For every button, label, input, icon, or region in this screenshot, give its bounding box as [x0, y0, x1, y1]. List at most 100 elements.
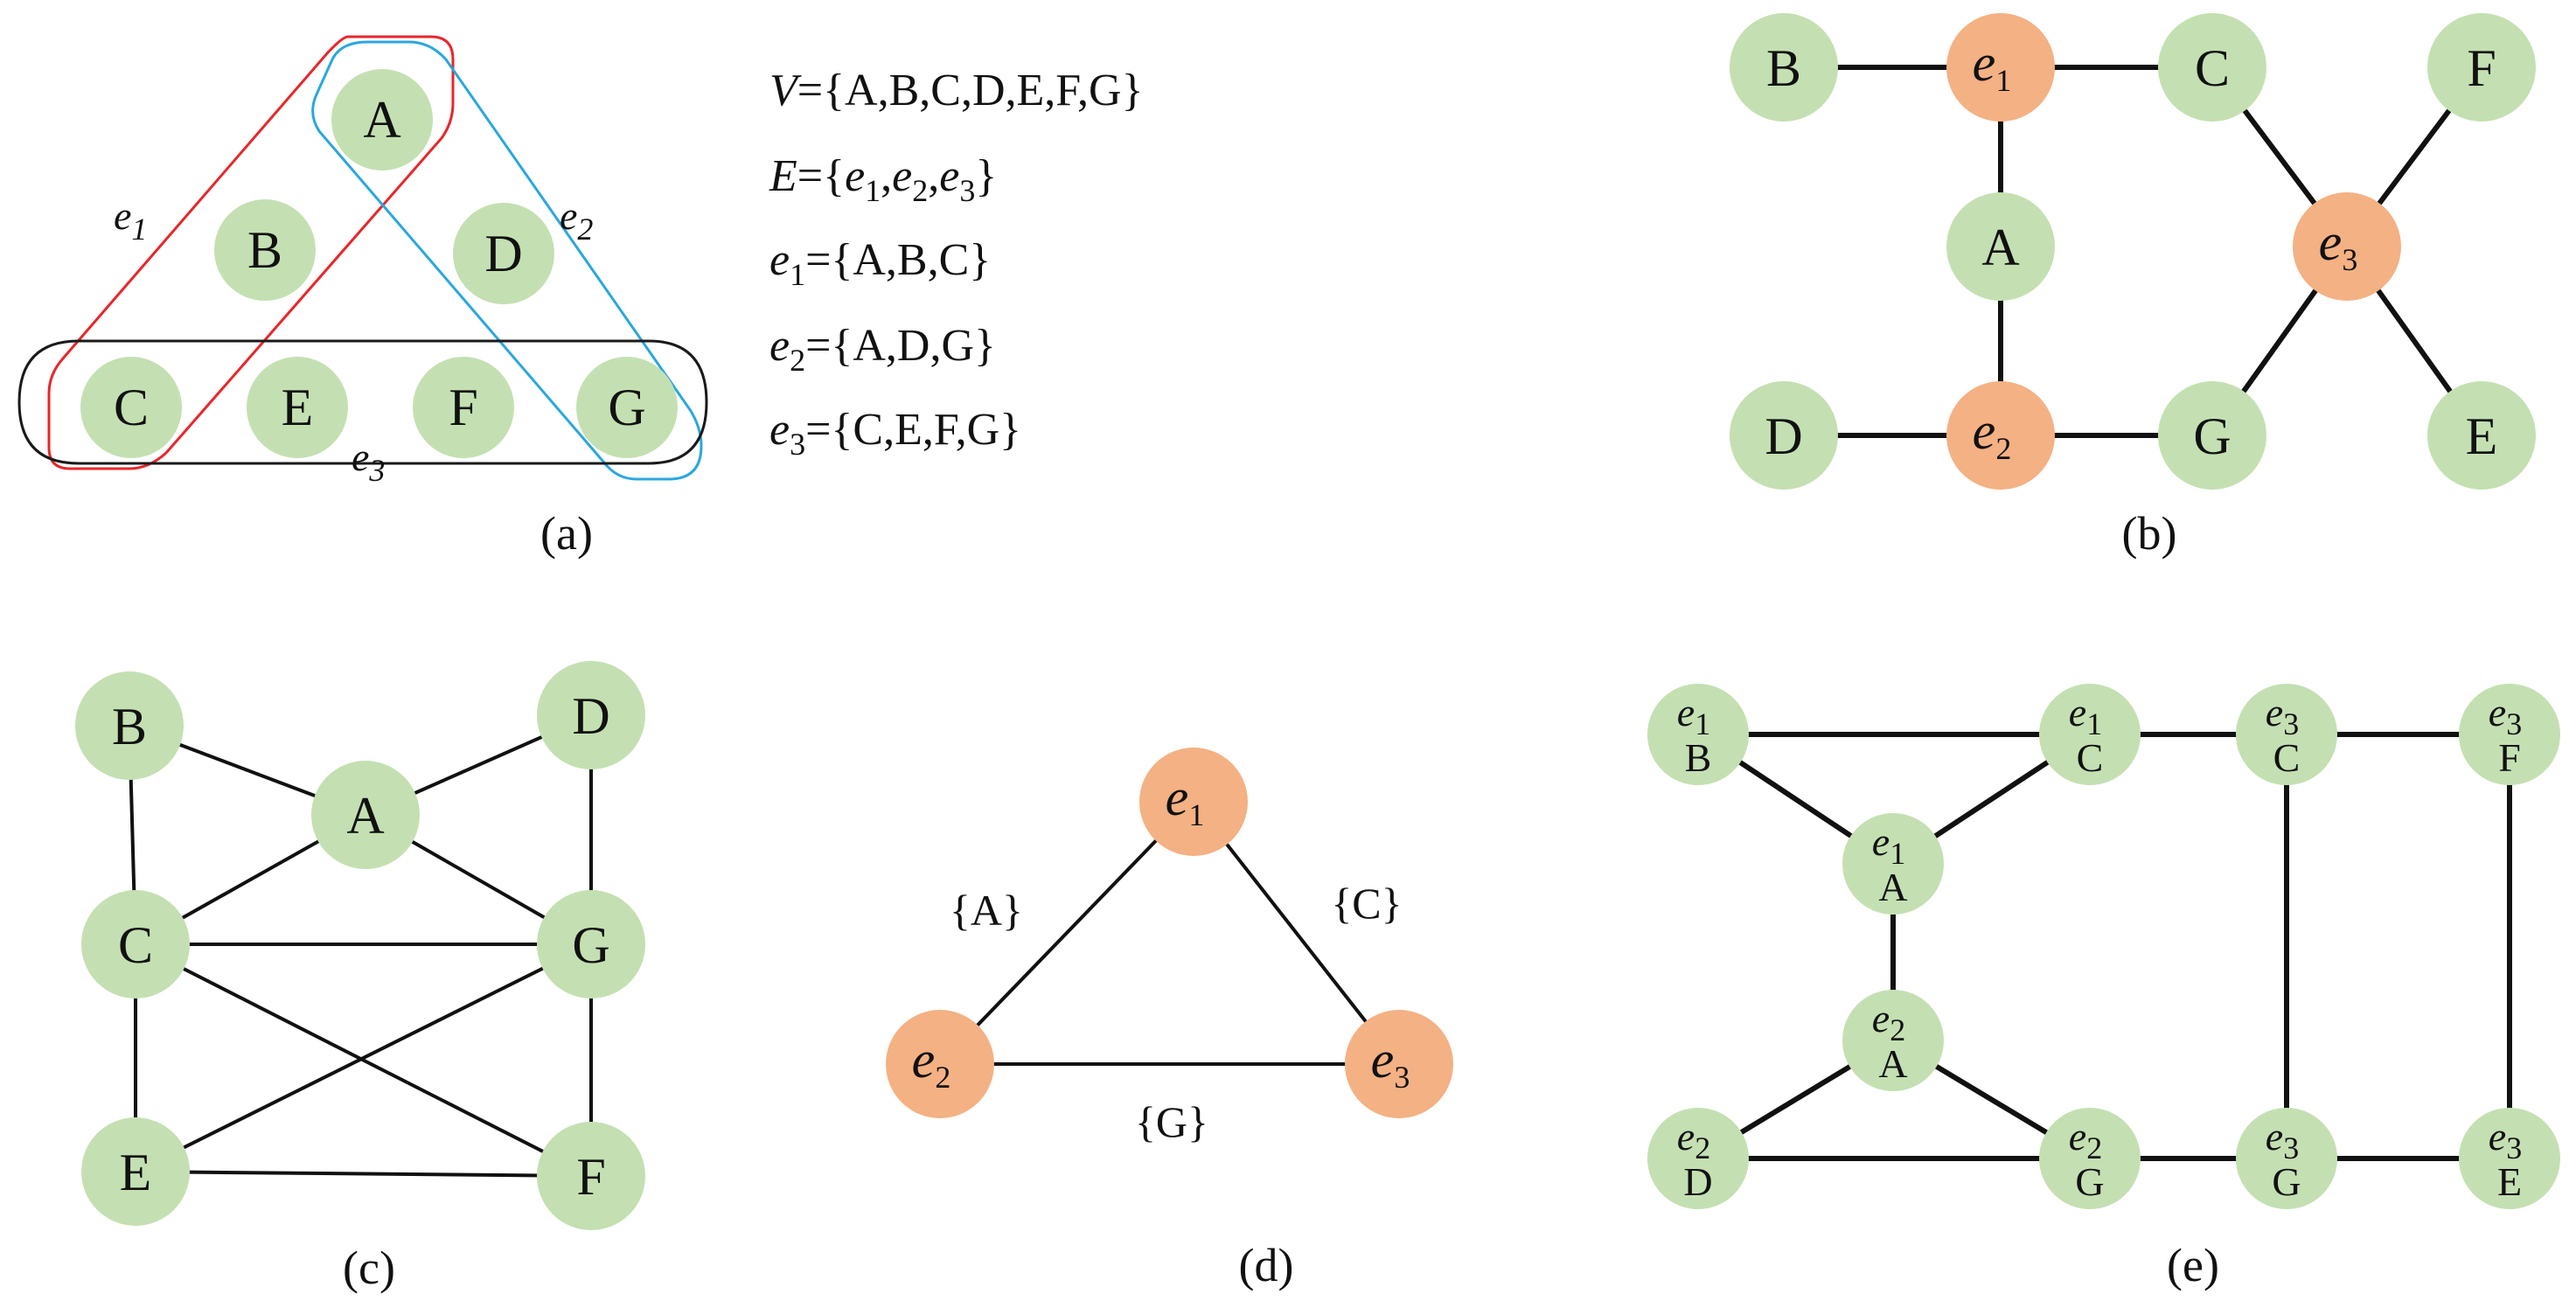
edge	[1192, 800, 1401, 1066]
pair-label-vertex: C	[2077, 735, 2104, 780]
pair-node-e1-A: e1A	[1842, 813, 1944, 915]
hyperedge-node-e3: e3	[2293, 192, 2401, 301]
panel-b-nodes: B C F A D G E e1 e2 e3 (b)	[1730, 13, 2536, 560]
vertex-F: F	[2427, 13, 2536, 122]
vertex-label: C	[114, 379, 149, 436]
pair-label-vertex: G	[2272, 1159, 2301, 1204]
vertex-B: B	[214, 199, 316, 301]
vertex-E: E	[247, 357, 348, 458]
panel-d-nodes: e1 e2 e3 {A} {C} {G} (d)	[886, 748, 1453, 1291]
pair-label-vertex: E	[2497, 1159, 2522, 1204]
pair-label-vertex: B	[1685, 735, 1712, 780]
hyperedge-e3-outline	[17, 339, 708, 465]
vertex-label: B	[112, 698, 147, 755]
definition-e3: e3={C,E,F,G}	[769, 405, 1021, 462]
hyperedge-label: e2	[912, 1031, 951, 1095]
edge	[135, 943, 592, 1178]
edge	[135, 1170, 592, 1178]
vertex-A: A	[1946, 192, 2055, 301]
definition-e2: e2={A,D,G}	[769, 321, 996, 378]
vertex-E: E	[81, 1117, 190, 1226]
panel-e-nodes: e1B e1C e3C e3F e1A e2A e2D e2G e3G e3E …	[1647, 684, 2560, 1291]
hyperedge-label: e1	[1973, 34, 2012, 98]
pair-node-e2-G: e2G	[2039, 1108, 2141, 1209]
panel-c-nodes: B D A C G E F (c)	[75, 661, 645, 1294]
hyperedge-node-e2: e2	[1946, 381, 2055, 490]
hyperedge-label-e2: e2	[560, 193, 593, 247]
edge	[938, 800, 1195, 1066]
vertex-label: E	[2466, 407, 2498, 465]
panel-a: A B C D E F G e1 e2 e3 V={A	[17, 35, 1144, 560]
hyperedge-label-e1: e1	[114, 193, 147, 247]
pair-label-vertex: G	[2075, 1159, 2104, 1204]
pair-label-vertex: D	[1683, 1159, 1712, 1204]
vertex-label: B	[247, 221, 282, 279]
pair-node-e3-C: e3C	[2236, 684, 2337, 785]
hyperedge-label: e1	[1166, 769, 1205, 832]
definition-E: E={e1,e2,e3}	[769, 151, 997, 208]
pair-label-vertex: C	[2273, 735, 2301, 780]
edge-label-C: {C}	[1331, 879, 1402, 928]
hyperedge-node-e3: e3	[1345, 1010, 1453, 1118]
pair-label-hyperedge: e3	[2489, 1114, 2522, 1165]
hyperedge-label-e3: e3	[352, 435, 385, 488]
vertex-E: E	[2427, 381, 2536, 490]
pair-node-e3-G: e3G	[2236, 1108, 2337, 1209]
vertex-label: G	[572, 916, 609, 974]
vertex-label: F	[576, 1148, 605, 1206]
panel-e	[1696, 732, 2512, 1161]
edge-label-A: {A}	[950, 886, 1023, 935]
vertex-label: C	[2195, 39, 2230, 97]
caption-b: (b)	[2122, 507, 2177, 560]
vertex-label: F	[449, 379, 477, 436]
vertex-C: C	[2158, 13, 2266, 122]
hyperedge-label: e3	[1371, 1031, 1410, 1095]
pair-label-vertex: A	[1878, 865, 1907, 909]
pair-node-e1-B: e1B	[1647, 684, 1749, 785]
vertex-label: A	[1981, 219, 2019, 276]
vertex-label: A	[346, 787, 384, 845]
edge-label-G: {G}	[1135, 1097, 1208, 1146]
pair-node-e2-A: e2A	[1842, 990, 1944, 1091]
vertex-label: D	[572, 687, 609, 745]
hyperedge-e1-outline	[47, 35, 455, 470]
caption-d: (d)	[1239, 1239, 1294, 1291]
definition-e1: e1={A,B,C}	[769, 235, 991, 292]
hyperedge-node-e2: e2	[886, 1010, 994, 1118]
vertex-B: B	[1730, 13, 1838, 122]
vertex-D: D	[1730, 381, 1838, 490]
hyperedge-node-e1: e1	[1139, 748, 1248, 856]
edge	[135, 943, 592, 1173]
vertex-G: G	[537, 890, 645, 998]
vertex-label: D	[1765, 407, 1802, 465]
pair-label-vertex: A	[1878, 1041, 1907, 1086]
panel-d	[938, 800, 1401, 1066]
vertex-G: G	[2158, 381, 2266, 490]
vertex-F: F	[413, 357, 514, 458]
vertex-label: G	[2193, 407, 2231, 465]
vertex-label: A	[363, 91, 400, 149]
caption-e: (e)	[2167, 1239, 2219, 1291]
vertex-C: C	[81, 890, 190, 998]
hyperedge-node-e1: e1	[1946, 13, 2055, 122]
pair-node-e3-F: e3F	[2459, 684, 2560, 785]
caption-a: (a)	[540, 507, 593, 560]
vertex-F: F	[537, 1122, 645, 1230]
vertex-A: A	[331, 69, 433, 170]
vertex-D: D	[453, 203, 554, 304]
hyperedge-label: e3	[2319, 213, 2358, 277]
vertex-label: E	[282, 379, 314, 436]
vertex-D: D	[537, 661, 645, 769]
vertex-label: E	[120, 1144, 152, 1201]
definition-V: V={A,B,C,D,E,F,G}	[769, 66, 1144, 115]
vertex-label: B	[1766, 39, 1801, 97]
vertex-label: D	[484, 225, 522, 282]
vertex-G: G	[576, 357, 678, 458]
vertex-label: F	[2467, 39, 2496, 97]
pair-node-e1-C: e1C	[2039, 684, 2141, 785]
pair-label-hyperedge: e1	[1677, 690, 1710, 741]
pair-node-e3-E: e3E	[2459, 1108, 2560, 1209]
hyperedge-e2-outline	[311, 40, 703, 481]
vertex-A: A	[311, 761, 420, 869]
